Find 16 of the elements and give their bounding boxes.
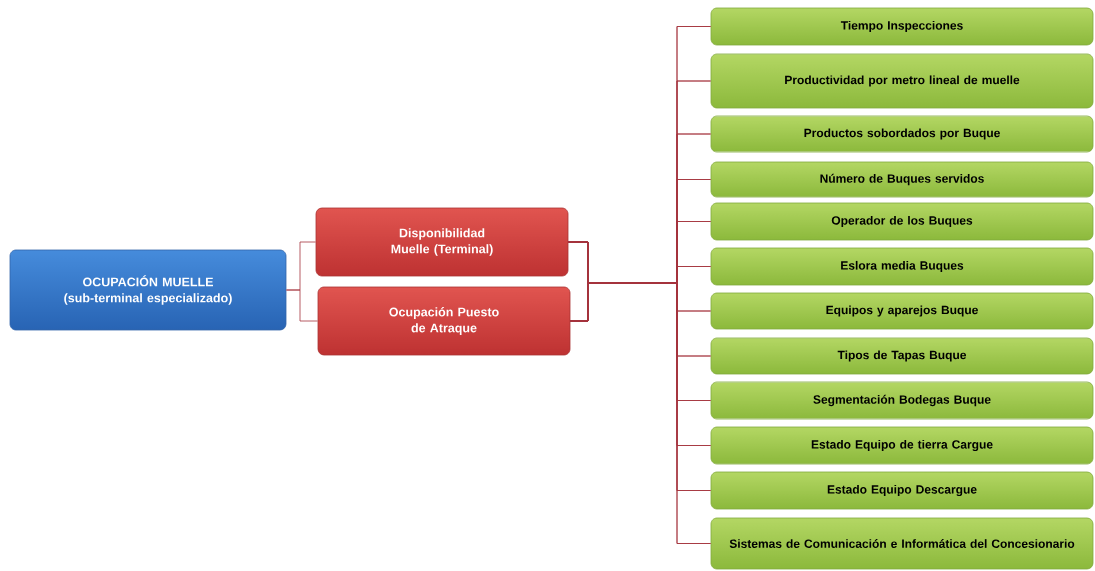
item-box: Sistemas de Comunicación e Informática del Concesionario (710, 517, 1094, 570)
item-box: Segmentación Bodegas Buque (710, 381, 1094, 420)
item-box: Productividad por metro lineal de muelle (710, 53, 1094, 109)
item-box: Estado Equipo Descargue (710, 471, 1094, 510)
item-box: Productos sobordados por Buque (710, 115, 1094, 153)
item-box: Estado Equipo de tierra Cargue (710, 426, 1094, 465)
item-box: Eslora media Buques (710, 247, 1094, 286)
item-box: Operador de los Buques (710, 202, 1094, 241)
root-box: OCUPACIÓN MUELLE (sub-terminal especializado) (9, 249, 287, 331)
connector (286, 289, 318, 322)
item-box: Número de Buques servidos (710, 161, 1094, 198)
item-box: Tiempo Inspecciones (710, 7, 1094, 46)
item-box: Equipos y aparejos Buque (710, 292, 1094, 330)
category-box: Disponibilidad Muelle (Terminal) (315, 207, 569, 277)
item-box: Tipos de Tapas Buque (710, 337, 1094, 375)
category-box: Ocupación Puesto de Atraque (317, 286, 571, 356)
